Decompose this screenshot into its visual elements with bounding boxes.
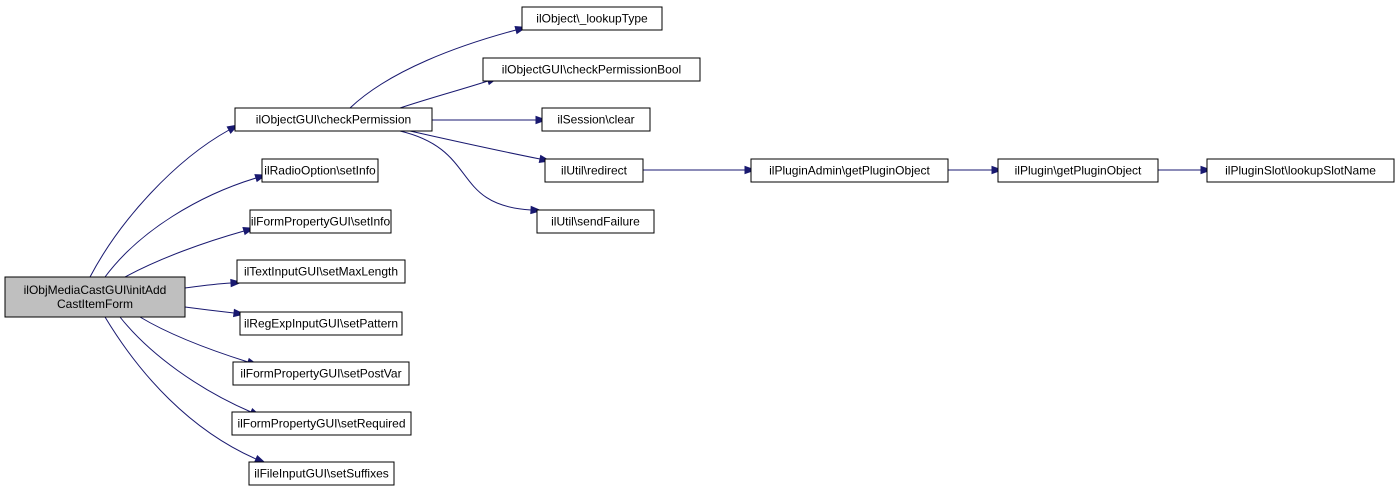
node-box[interactable] <box>750 158 949 183</box>
node-setPostVar[interactable]: ilFormPropertyGUI\setPostVar <box>232 361 410 386</box>
node-checkPermissionBool[interactable]: ilObjectGUI\checkPermissionBool <box>482 57 701 82</box>
node-label: ilTextInputGUI\setMaxLength <box>244 265 398 279</box>
node-checkPermission[interactable]: ilObjectGUI\checkPermission <box>234 107 433 132</box>
node-label: CastItemForm <box>57 297 133 311</box>
node-box[interactable] <box>482 57 701 82</box>
node-lookupType[interactable]: ilObject\_lookupType <box>521 6 663 31</box>
edge-line <box>184 282 232 289</box>
node-sessionClear[interactable]: ilSession\clear <box>541 107 651 132</box>
node-label: ilFormPropertyGUI\setInfo <box>251 215 391 229</box>
node-label: ilRadioOption\setInfo <box>264 164 376 178</box>
node-label: ilUtil\redirect <box>561 164 628 178</box>
edge-line <box>139 316 249 363</box>
edges-layer <box>89 26 1213 464</box>
edge-pluginGetPluginObject-to-lookupSlotName <box>1158 165 1213 175</box>
node-label: ilFormPropertyGUI\setRequired <box>237 417 405 431</box>
node-redirect[interactable]: ilUtil\redirect <box>544 158 644 183</box>
edge-line <box>119 316 252 413</box>
node-box[interactable] <box>231 411 412 436</box>
node-box[interactable] <box>261 158 379 183</box>
edge-checkPermission-to-sessionClear <box>432 115 548 125</box>
arrowhead-icon <box>991 165 1004 175</box>
edge-checkPermission-to-sendFailure <box>399 130 543 215</box>
node-box[interactable] <box>234 107 433 132</box>
node-label: ilObjectGUI\checkPermissionBool <box>502 63 681 77</box>
node-box[interactable] <box>544 158 644 183</box>
node-setRequired[interactable]: ilFormPropertyGUI\setRequired <box>231 411 412 436</box>
edge-checkPermission-to-checkPermissionBool <box>399 77 499 109</box>
arrowhead-icon <box>233 308 246 318</box>
node-label: ilObject\_lookupType <box>536 12 648 26</box>
node-pluginGetPluginObject[interactable]: ilPlugin\getPluginObject <box>997 158 1159 183</box>
edge-root-to-checkPermission <box>89 124 240 278</box>
node-label: ilPlugin\getPluginObject <box>1015 164 1142 178</box>
node-box[interactable] <box>249 209 392 234</box>
edge-line <box>124 230 245 278</box>
edge-line <box>409 130 541 160</box>
edge-line <box>399 80 489 109</box>
node-formSetInfo[interactable]: ilFormPropertyGUI\setInfo <box>249 209 392 234</box>
node-radioSetInfo[interactable]: ilRadioOption\setInfo <box>261 158 379 183</box>
node-box[interactable] <box>541 107 651 132</box>
node-label: ilRegExpInputGUI\setPattern <box>244 317 398 331</box>
node-box[interactable] <box>232 361 410 386</box>
edge-line <box>184 306 235 314</box>
edge-line <box>104 177 257 278</box>
node-box[interactable] <box>1206 158 1395 183</box>
node-sendFailure[interactable]: ilUtil\sendFailure <box>536 209 655 234</box>
node-label: ilUtil\sendFailure <box>551 215 640 229</box>
node-label: ilObjMediaCastGUI\initAdd <box>24 283 167 297</box>
node-label: ilSession\clear <box>557 113 634 127</box>
node-lookupSlotName[interactable]: ilPluginSlot\lookupSlotName <box>1206 158 1395 183</box>
edge-root-to-setPattern <box>184 306 246 318</box>
node-box[interactable] <box>4 276 186 318</box>
edge-root-to-formSetInfo <box>124 227 256 278</box>
node-setMaxLength[interactable]: ilTextInputGUI\setMaxLength <box>236 259 406 284</box>
arrowhead-icon <box>535 115 548 125</box>
node-label: ilPluginAdmin\getPluginObject <box>769 164 930 178</box>
node-box[interactable] <box>997 158 1159 183</box>
node-setSuffixes[interactable]: ilFileInputGUI\setSuffixes <box>248 461 395 486</box>
arrowhead-icon <box>530 205 543 215</box>
edge-line <box>349 29 517 109</box>
nodes-layer: ilObjMediaCastGUI\initAddCastItemFormilO… <box>4 6 1395 486</box>
edge-root-to-setSuffixes <box>104 316 267 464</box>
arrowhead-icon <box>744 165 757 175</box>
node-label: ilPluginSlot\lookupSlotName <box>1225 164 1376 178</box>
edge-adminGetPluginObject-to-pluginGetPluginObject <box>948 165 1004 175</box>
node-box[interactable] <box>521 6 663 31</box>
edge-root-to-setMaxLength <box>184 278 243 289</box>
node-label: ilFileInputGUI\setSuffixes <box>254 467 389 481</box>
node-setPattern[interactable]: ilRegExpInputGUI\setPattern <box>239 311 403 336</box>
edge-line <box>104 316 257 460</box>
edge-checkPermission-to-redirect <box>409 130 552 163</box>
node-box[interactable] <box>236 259 406 284</box>
arrowhead-icon <box>230 278 243 288</box>
node-adminGetPluginObject[interactable]: ilPluginAdmin\getPluginObject <box>750 158 949 183</box>
node-box[interactable] <box>536 209 655 234</box>
edge-line <box>399 130 532 211</box>
node-label: ilFormPropertyGUI\setPostVar <box>240 367 401 381</box>
edge-line <box>89 129 230 278</box>
edge-redirect-to-adminGetPluginObject <box>643 165 757 175</box>
node-label: ilObjectGUI\checkPermission <box>256 113 411 127</box>
arrowhead-icon <box>1200 165 1213 175</box>
node-box[interactable] <box>248 461 395 486</box>
node-box[interactable] <box>239 311 403 336</box>
